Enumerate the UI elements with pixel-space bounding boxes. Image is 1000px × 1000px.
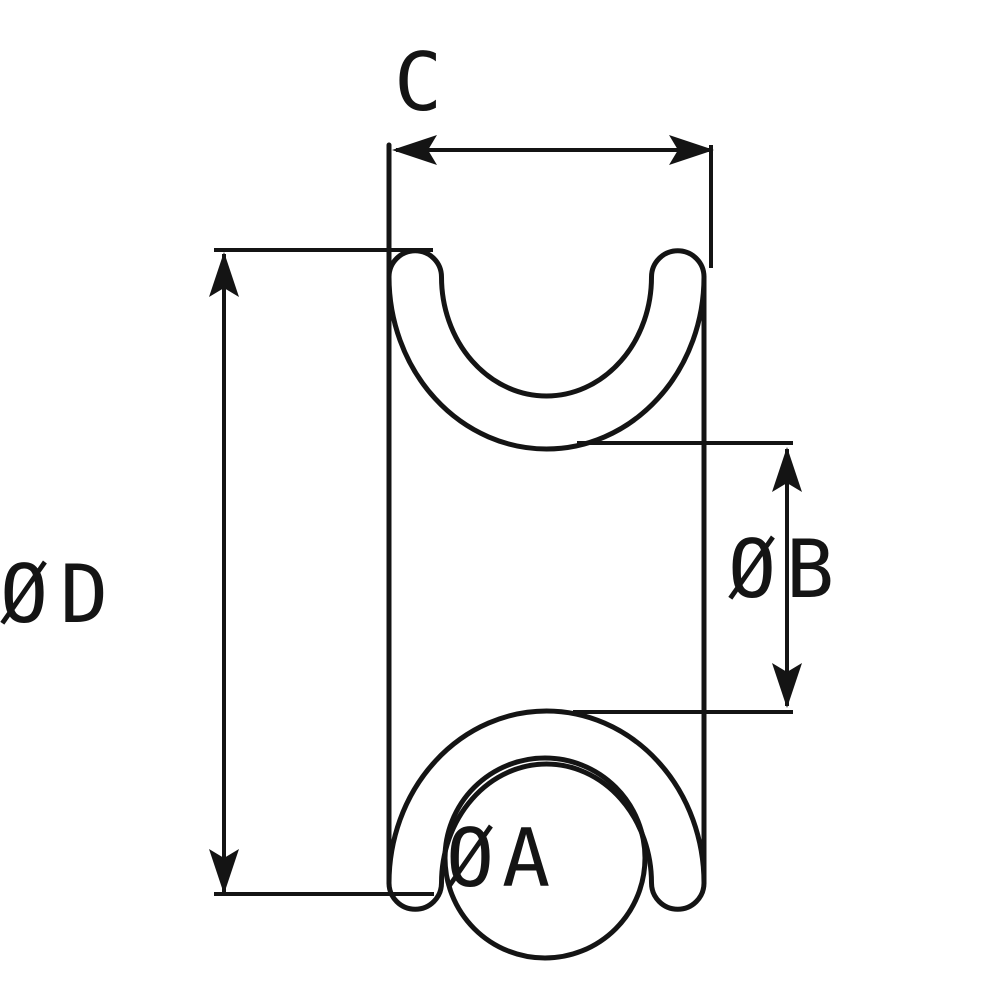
dim-b-arrowhead-top <box>772 447 802 492</box>
bottom-arch-band <box>386 708 707 912</box>
dim-b-diameter-symbol: Ø <box>728 523 776 616</box>
dim-b-label: B <box>786 523 834 616</box>
dim-c-arrowhead-left <box>392 135 437 165</box>
dim-d-arrowhead-top <box>209 252 239 297</box>
dim-a-label: A <box>502 812 550 905</box>
dim-b-arrowhead-bottom <box>772 663 802 708</box>
dim-d-label: D <box>60 548 108 641</box>
dim-d-diameter-symbol: Ø <box>0 548 48 641</box>
top-groove-band <box>386 248 707 452</box>
dim-c-label: C <box>394 36 442 129</box>
dim-a-diameter-symbol: Ø <box>446 812 494 905</box>
hole-circle <box>442 755 648 961</box>
dim-d-arrowhead-bottom <box>209 849 239 894</box>
dim-c-arrowhead-right <box>669 135 714 165</box>
